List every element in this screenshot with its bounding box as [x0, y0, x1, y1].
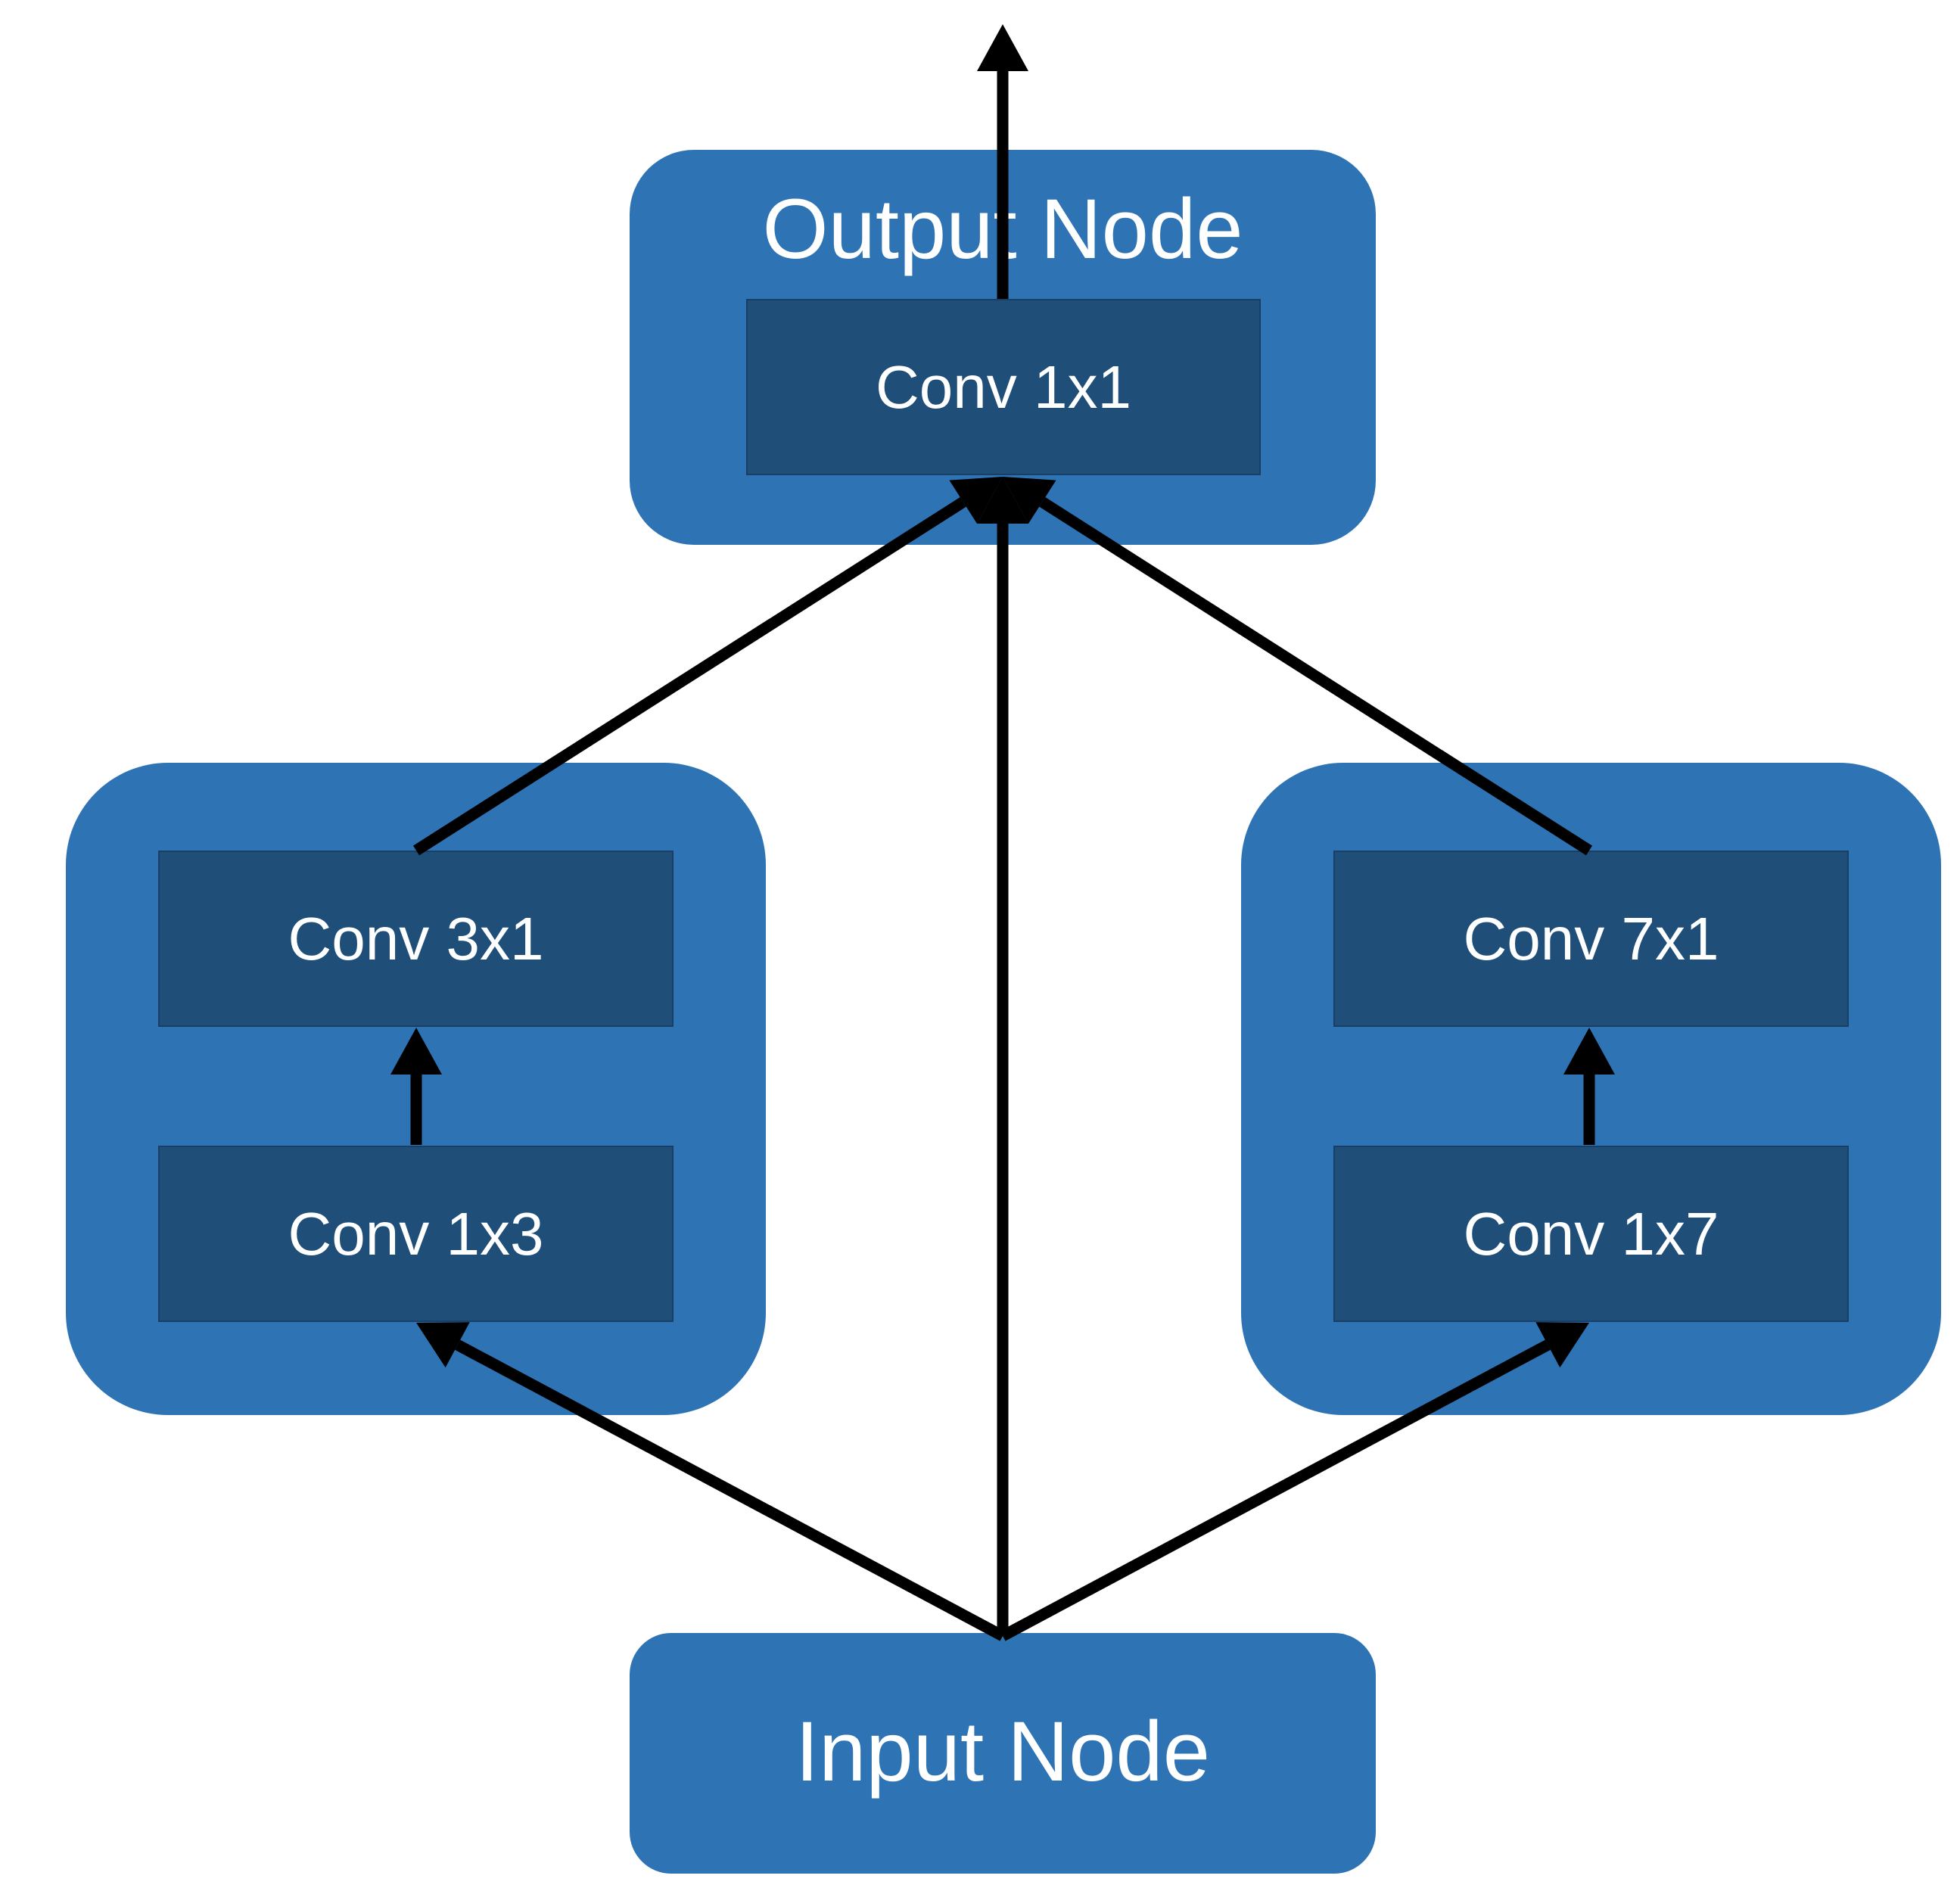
left-branch-node: Conv 3x1 Conv 1x3	[66, 763, 766, 1415]
arrow-output-up-head	[977, 24, 1028, 71]
right-branch-node: Conv 7x1 Conv 1x7	[1241, 763, 1941, 1415]
output-conv-1x1: Conv 1x1	[746, 299, 1261, 475]
input-node-title: Input Node	[795, 1704, 1210, 1799]
input-node: Input Node	[630, 1633, 1376, 1874]
output-node: Output Node Conv 1x1	[630, 150, 1376, 545]
left-conv-3x1: Conv 3x1	[158, 851, 674, 1027]
right-conv-7x1: Conv 7x1	[1333, 851, 1849, 1027]
right-conv-1x7: Conv 1x7	[1333, 1146, 1849, 1322]
left-conv-1x3: Conv 1x3	[158, 1146, 674, 1322]
output-node-title: Output Node	[762, 182, 1243, 276]
